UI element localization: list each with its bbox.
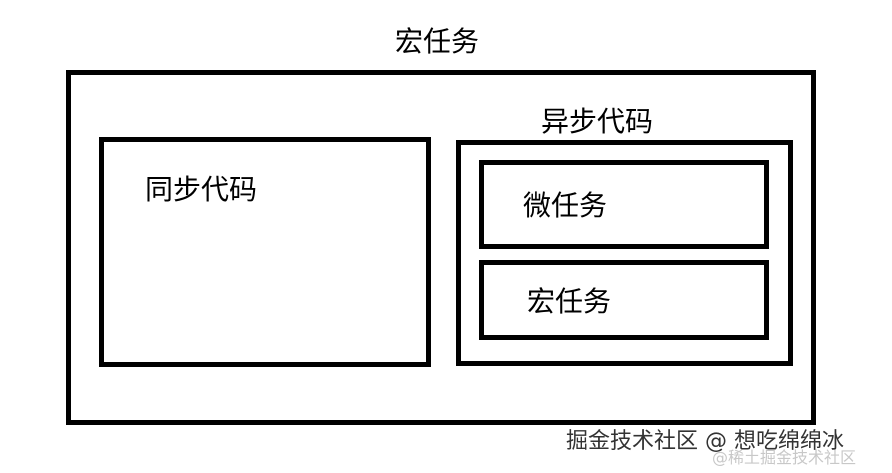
outer-macrotask-title: 宏任务 <box>395 25 480 58</box>
microtask-label: 微任务 <box>523 189 608 222</box>
async-code-title: 异步代码 <box>541 105 654 138</box>
inner-macrotask-box <box>479 260 769 340</box>
microtask-box <box>479 160 769 249</box>
inner-macrotask-label: 宏任务 <box>527 285 612 318</box>
faint-watermark: @稀土掘金技术社区 <box>712 448 857 467</box>
sync-code-label: 同步代码 <box>145 173 258 206</box>
watermark: 掘金技术社区 @ 想吃绵绵冰 <box>566 429 844 454</box>
sync-code-box <box>99 137 431 367</box>
